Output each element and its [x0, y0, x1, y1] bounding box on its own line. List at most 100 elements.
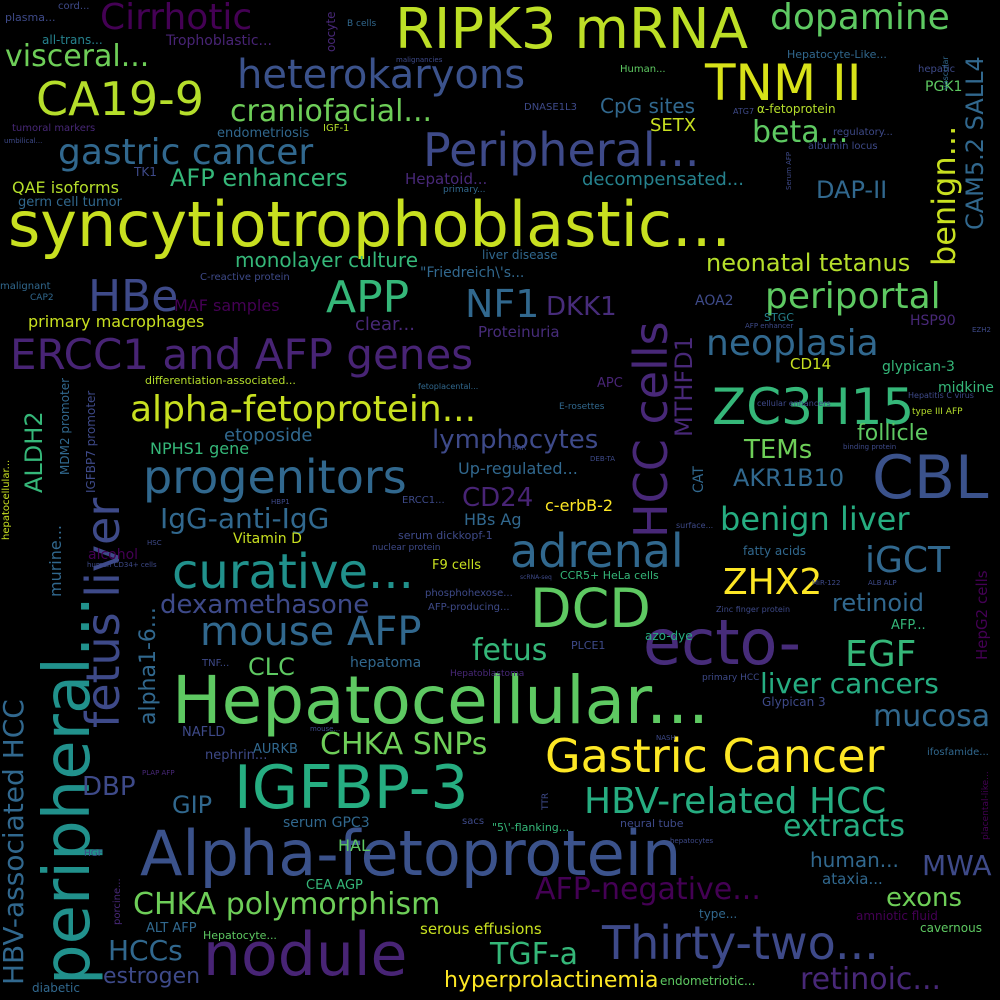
word: MiR-122: [812, 579, 841, 587]
word: ALDH2: [20, 411, 48, 493]
word: APP: [326, 272, 410, 323]
word: Hepatoid...: [405, 170, 488, 188]
word: Hepatocellular...: [172, 662, 710, 739]
word: cavernous: [920, 921, 982, 935]
word: hepatic: [918, 64, 956, 75]
word: progenitors: [143, 450, 407, 504]
word: AURKB: [253, 742, 298, 757]
word: MAF samples: [174, 296, 280, 315]
word: MDM2 promoter: [58, 377, 72, 475]
word: IgG-anti-IgG: [160, 502, 330, 535]
word: HSP90: [910, 313, 956, 329]
word: placental-like...: [981, 771, 991, 840]
word: HBV-associated HCC: [0, 699, 30, 985]
word: HBP1: [271, 498, 290, 506]
word: DBP: [82, 772, 136, 802]
word: binding protein: [843, 443, 897, 451]
word: ALT AFP: [146, 921, 197, 936]
word: CD14: [790, 355, 832, 373]
word: CHKA polymorphism: [133, 887, 441, 922]
word: APC: [597, 376, 623, 391]
word: Proteinuria: [478, 323, 560, 341]
word: ERCC1...: [402, 495, 445, 506]
word: PLAP AFP: [142, 769, 175, 777]
word: neonatal tetanus: [706, 249, 911, 277]
word: benign liver: [720, 500, 910, 538]
word: cord...: [58, 1, 90, 12]
word: nephrin...: [205, 748, 268, 763]
word: lymphocytes: [432, 425, 599, 455]
word: murine...: [46, 525, 65, 597]
word: plasma...: [5, 11, 56, 24]
word: hepatocellular...: [1, 459, 12, 540]
word: sacs: [462, 816, 485, 827]
word: CHKA SNPs: [320, 727, 488, 762]
word: nuclear protein: [372, 543, 441, 553]
word: vascular: [941, 56, 950, 90]
word: Hepatocyte...: [203, 929, 277, 942]
word: ZHX2: [723, 562, 823, 603]
word: HSC: [147, 539, 162, 547]
word: mouse...: [310, 725, 341, 733]
word: alpha1-6...: [136, 607, 161, 725]
word: endometriotic...: [660, 974, 756, 988]
word: Serum AFP: [785, 151, 793, 190]
word: SETX: [650, 115, 697, 136]
word: CCR5+ HeLa cells: [560, 569, 659, 582]
word: STGC: [764, 311, 794, 324]
word: benign...: [925, 125, 963, 266]
word: type...: [699, 907, 738, 921]
word: Cirrhotic: [100, 0, 253, 38]
word: serum dickkopf-1: [398, 529, 493, 542]
word: diabetic: [32, 981, 80, 995]
word: E-rosettes: [559, 402, 605, 412]
word: midkine: [938, 380, 994, 396]
word: CAM5.2 SALL4: [961, 56, 989, 230]
word: CpG sites: [600, 94, 696, 118]
word: malignant: [0, 281, 51, 292]
word: Alpha-fetoprotein: [140, 817, 682, 890]
word: CAT: [691, 466, 707, 493]
word: decompensated...: [582, 169, 744, 190]
word: TGF-a: [490, 937, 579, 972]
word: c-erbB-2: [545, 496, 614, 515]
word: IGF-1: [323, 123, 350, 134]
word: serous effusions: [420, 920, 542, 938]
word: endometriosis: [217, 126, 310, 141]
word: albumin locus: [808, 141, 878, 152]
word: mouse AFP: [200, 609, 422, 655]
word: HCC cells: [624, 321, 678, 538]
word: AFP enhancer: [745, 322, 794, 330]
word: PLCE1: [571, 639, 606, 652]
word: CBL: [872, 443, 989, 513]
word: C-reactive protein: [200, 272, 290, 283]
word: ATG7: [733, 107, 755, 116]
word: NAFLD: [182, 725, 226, 740]
word: curative...: [172, 544, 414, 600]
word: MTHFD1: [670, 336, 698, 437]
word: NASH: [656, 734, 676, 742]
word: estrogen: [103, 964, 201, 989]
word: tumoral markers: [12, 123, 96, 134]
word: cellular enhancers: [757, 399, 831, 408]
word: primary HCC: [702, 673, 760, 683]
word: fetus: [472, 633, 548, 668]
word: Human...: [620, 64, 666, 75]
word: F9 cells: [432, 558, 482, 573]
word: exons: [886, 883, 963, 913]
word: regulatory...: [833, 127, 893, 138]
word: HCCs: [108, 934, 183, 967]
word: gastric cancer: [58, 132, 314, 173]
word: human...: [810, 848, 899, 872]
word: RIPK3 mRNA: [395, 0, 749, 62]
word: ifosfamide...: [927, 747, 989, 758]
word: follicle: [857, 421, 929, 446]
word: DAP-II: [816, 176, 888, 204]
word: retinoic...: [800, 962, 942, 997]
word: visceral...: [5, 39, 150, 74]
word: TNM II: [705, 54, 862, 112]
word: TEMs: [744, 435, 813, 465]
word: CA19-9: [36, 72, 204, 126]
word: syncytiotrophoblastic...: [8, 188, 732, 261]
word: all-trans...: [42, 33, 103, 47]
